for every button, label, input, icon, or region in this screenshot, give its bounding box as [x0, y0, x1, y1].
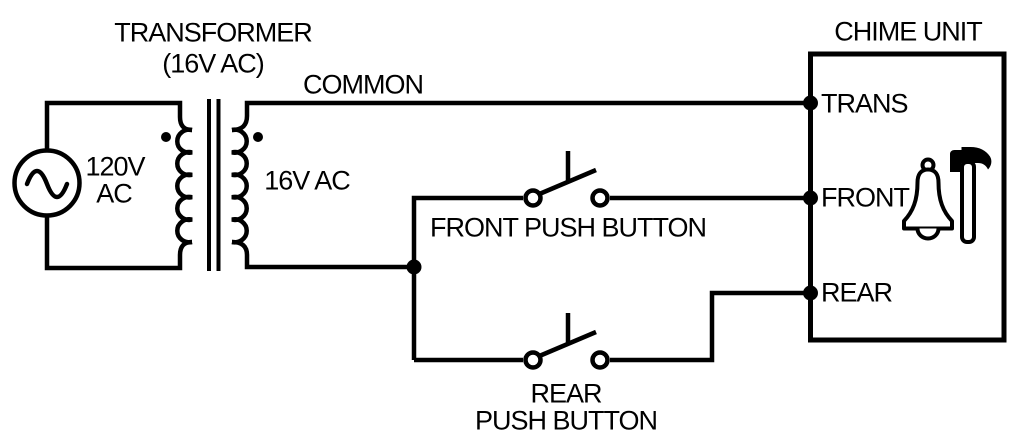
secondary-bottom-wire [231, 239, 414, 270]
rear-push-button-label: REAR [530, 378, 602, 409]
transformer-title: TRANSFORMER [114, 17, 312, 48]
rear-push-button-switch [523, 313, 610, 370]
primary-voltage-label-2: AC [96, 178, 133, 209]
front-switch-lever [536, 167, 597, 198]
front-terminal-dot [803, 190, 818, 206]
terminal-label-rear: REAR [821, 277, 893, 308]
transformer-symbol [161, 99, 263, 271]
secondary-polarity-dot [253, 132, 263, 142]
common-wire [231, 100, 810, 133]
ac-source-symbol [12, 148, 82, 218]
primary-coil [175, 127, 193, 245]
rear-push-button-label-2: PUSH BUTTON [474, 405, 658, 436]
terminal-label-trans: TRANS [821, 88, 909, 119]
rear-terminal-dot [803, 285, 818, 301]
common-wire-label: COMMON [303, 69, 424, 100]
secondary-voltage-label: 16V AC [264, 165, 351, 196]
front-switch-contact-right [590, 188, 610, 208]
primary-voltage-label: 120V [85, 151, 145, 182]
junction-dot [406, 259, 422, 275]
rear-switch-output-wire [610, 290, 810, 363]
hammer-head [950, 147, 992, 172]
front-push-button-switch [523, 151, 610, 208]
primary-polarity-dot [161, 132, 171, 142]
front-switch-contact-left [523, 188, 543, 208]
junction-branch-wire [411, 195, 523, 360]
secondary-coil [231, 127, 249, 245]
hammer-handle [960, 160, 976, 244]
terminal-label-front: FRONT [821, 182, 910, 213]
chime-unit-title: CHIME UNIT [834, 16, 982, 47]
rear-switch-contact-left [523, 350, 543, 370]
primary-top-wire [44, 100, 193, 152]
front-push-button-label: FRONT PUSH BUTTON [429, 212, 707, 243]
bell-icon [902, 157, 954, 241]
bell-clapper [915, 228, 941, 241]
rear-switch-contact-right [590, 350, 610, 370]
trans-terminal-dot [803, 95, 818, 111]
bell-body [902, 167, 954, 231]
transformer-subtitle: (16V AC) [162, 48, 265, 79]
sine-wave-icon [24, 168, 70, 200]
primary-bottom-wire [44, 214, 193, 271]
rear-switch-lever [536, 329, 597, 360]
hammer-icon [950, 147, 992, 244]
